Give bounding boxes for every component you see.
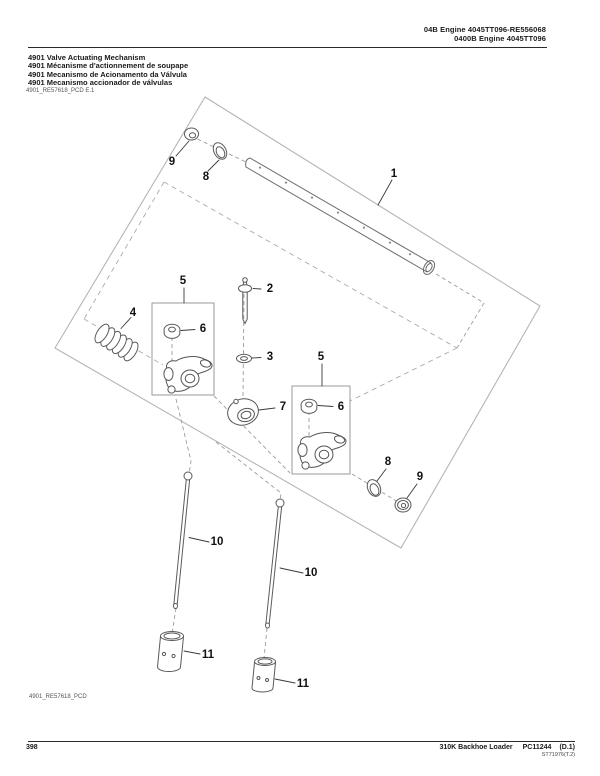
footer-right-block: 310K Backhoe Loader PC11244 (D.1) ST71976(…	[439, 744, 575, 758]
section-title-es: 4901 Mecanismo accionador de válvulas	[28, 77, 173, 87]
part-2-stud	[238, 277, 252, 325]
figure-reference-top: 4901_RE57618_PCD E.1	[26, 88, 95, 94]
kit-boxes	[151, 302, 351, 475]
kit-box-left	[151, 302, 215, 396]
part-9-seal-upper	[184, 127, 199, 141]
section-title-en: 4901 Valve Actuating Mechanism	[28, 53, 146, 62]
footer-rule	[28, 741, 575, 742]
page-number: 398	[26, 744, 38, 751]
header-line-1: 04B Engine 4045TT096-RE556068	[423, 25, 546, 34]
callout-leader-lines	[120, 140, 418, 684]
section-title-fr: 4901 Mécanisme d'actionnement de soupape	[28, 61, 189, 71]
part-7-follower	[227, 398, 259, 426]
footer-model: 310K Backhoe Loader	[439, 744, 513, 751]
footer-catalog: PC11244	[522, 744, 552, 751]
part-6-nut-left	[163, 323, 181, 339]
section-title-pt: 4901 Mecanismo de Acionamento da Válvula	[28, 69, 187, 79]
section-title-block: 4901 Valve Actuating Mechanism 4901 Méca…	[28, 53, 189, 87]
part-8-clip-lower	[366, 479, 382, 497]
part-8-clip-upper	[212, 142, 228, 160]
footer-revision: (D.1)	[559, 744, 575, 751]
header-rule	[28, 47, 547, 48]
part-10-push-rod-right	[265, 498, 285, 629]
header-line-2: 0400B Engine 4045TT096	[454, 34, 546, 43]
part-6-nut-right	[300, 398, 318, 414]
part-1-rocker-shaft	[245, 157, 436, 275]
footer-model-line: 310K Backhoe Loader PC11244 (D.1)	[439, 744, 575, 751]
footer-code: ST71976(T.2)	[541, 752, 575, 758]
part-10-push-rod-left	[173, 471, 193, 609]
figure-reference-bottom: 4901_RE57618_PCD	[29, 694, 87, 700]
kit-box-right	[291, 385, 351, 475]
shaft-oil-holes	[258, 166, 412, 256]
plate-outline	[54, 96, 541, 549]
rocker-arm-right	[297, 432, 347, 470]
part-3-washer	[236, 353, 252, 364]
part-11-cup-right	[251, 657, 276, 693]
part-4-spring	[94, 323, 139, 362]
part-11-cup-left	[156, 631, 184, 672]
rocker-arm-left	[163, 356, 213, 394]
header-block: 04B Engine 4045TT096-RE556068 0400B Engi…	[424, 25, 546, 43]
part-9-seal-lower	[394, 497, 412, 513]
gasket-dashed-outline	[83, 181, 458, 402]
